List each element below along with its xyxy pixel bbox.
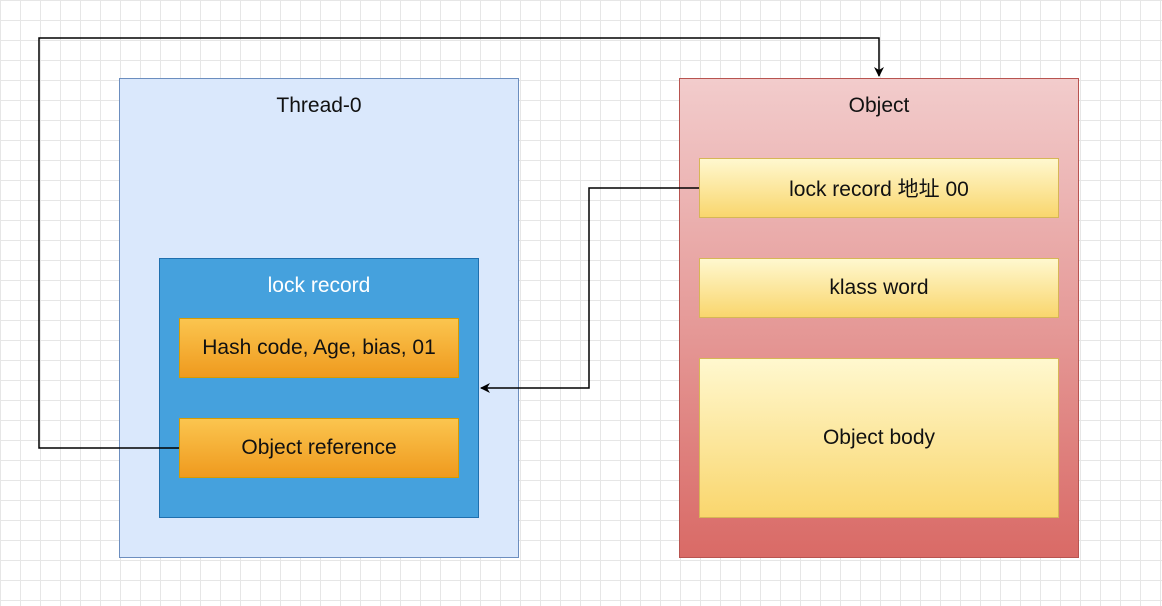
klass-word-field: klass word (699, 258, 1059, 318)
object-title: Object (848, 94, 910, 117)
object-reference-field: Object reference (179, 418, 459, 478)
lock-record-address-field: lock record 地址 00 (699, 158, 1059, 218)
lock-record-title: lock record (267, 274, 371, 297)
lock-record-address-arrow (480, 187, 699, 393)
thread-title: Thread-0 (276, 94, 362, 117)
object-body-field: Object body (699, 358, 1059, 518)
hash-code-field: Hash code, Age, bias, 01 (179, 318, 459, 378)
object-reference-arrow (38, 37, 884, 449)
